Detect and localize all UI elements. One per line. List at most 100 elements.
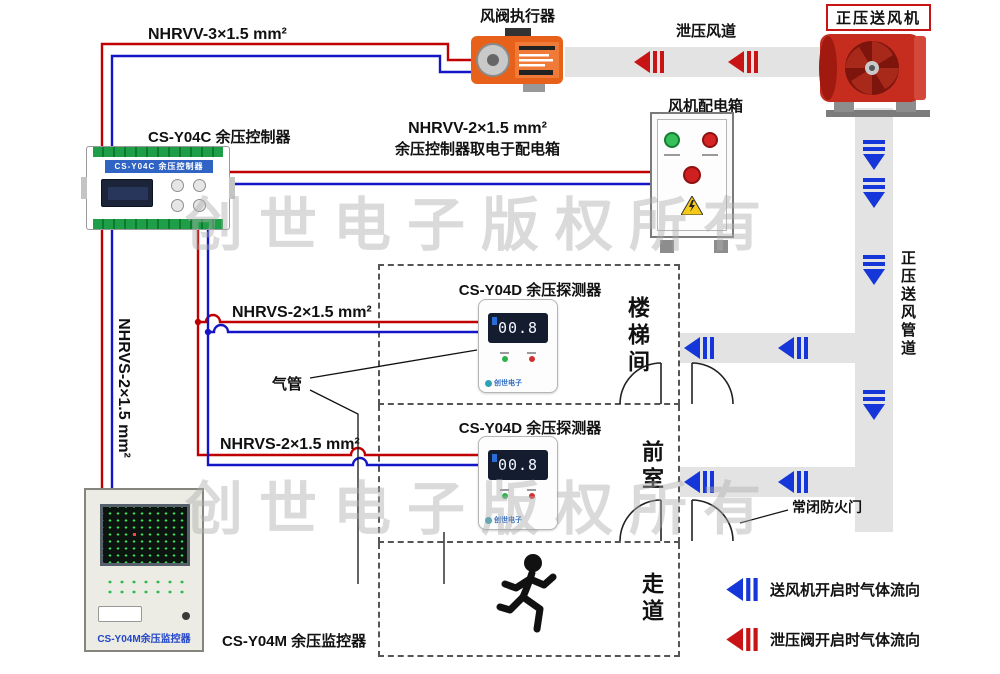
supply-flow-arrow-down	[863, 390, 885, 420]
detector1-display-value: 00.8	[497, 319, 539, 337]
pressure-monitor-cabinet: CS-Y04M余压监控器	[84, 488, 204, 652]
wire-junction-red	[194, 318, 202, 326]
monitor-printer-slot	[98, 606, 142, 622]
supply-fan	[810, 22, 944, 122]
supply-fan-label-text: 正压送风机	[836, 10, 922, 27]
room-frontroom-box	[378, 405, 680, 543]
display-mark	[492, 317, 497, 325]
room-corridor-label: 走道	[639, 572, 664, 626]
supply-fan-label: 正压送风机	[826, 4, 932, 31]
brand-logo-icon	[485, 379, 492, 387]
room-corridor-box	[378, 543, 680, 657]
room-stairwell-label: 楼梯间	[625, 296, 650, 377]
brand-logo-text: 创世电子	[494, 517, 522, 524]
supply-duct-branch-frontroom	[680, 467, 855, 497]
supply-duct-branch-stairwell	[680, 333, 855, 363]
monitor-led-grid	[100, 574, 190, 600]
controller-title: CS-Y04C 余压控制器	[148, 129, 291, 146]
red-pilot-light	[702, 132, 718, 148]
supply-flow-arrow-left	[778, 337, 808, 359]
legend-relief-flow: 泄压阀开启时气体流向	[726, 628, 920, 651]
door-arc	[619, 499, 662, 542]
green-pilot-light	[664, 132, 680, 148]
blue-flow-arrow-icon	[726, 578, 758, 601]
brand-logo-text: 创世电子	[494, 380, 522, 387]
controller-lcd	[101, 179, 153, 207]
legend-supply-text: 送风机开启时气体流向	[770, 582, 921, 599]
pressure-controller: CS-Y04C 余压控制器	[81, 146, 235, 230]
door-arc	[691, 362, 734, 405]
wire-actuator-blue	[110, 54, 472, 152]
controller-button	[171, 179, 184, 192]
actuator-cable-label: NHRVV-3×1.5 mm²	[148, 26, 287, 43]
room-stairwell-box	[378, 264, 680, 405]
supply-fan-image	[819, 34, 930, 117]
monitor-title: CS-Y04M 余压监控器	[222, 633, 367, 650]
supply-flow-arrow-left	[778, 471, 808, 493]
relief-flow-arrow-left	[728, 51, 758, 73]
detector2-indicators	[479, 489, 557, 499]
din-clip	[81, 177, 87, 199]
alarm-led	[528, 493, 535, 499]
pressure-detector-1: 00.8 创世电子	[478, 299, 558, 393]
red-flow-arrow-icon	[726, 628, 758, 651]
supply-flow-arrow-left	[684, 337, 714, 359]
terminal-strip	[93, 219, 223, 229]
screen-alarm-dot	[133, 533, 136, 536]
relief-flow-arrow-left	[634, 51, 664, 73]
wire-actuator-red	[100, 42, 472, 152]
supply-flow-arrow-left	[684, 471, 714, 493]
detector2-display-value: 00.8	[497, 456, 539, 474]
pilot-caption-bar	[702, 154, 718, 156]
terminal-strip	[93, 147, 223, 157]
door-arc	[619, 362, 662, 405]
detector1-title: CS-Y04D 余压探测器	[458, 282, 602, 299]
fire-door-label: 常闭防火门	[792, 499, 862, 515]
pressure-detector-2: 00.8 创世电子	[478, 436, 558, 530]
monitor-screen	[100, 504, 190, 566]
air-tube-detector1	[309, 349, 478, 379]
air-tube-corridor	[309, 389, 359, 584]
controller-nameplate: CS-Y04C 余压控制器	[105, 160, 213, 173]
controller-nameplate-text: CS-Y04C 余压控制器	[114, 162, 204, 171]
run-led	[501, 356, 508, 362]
alarm-led	[528, 356, 535, 362]
supply-flow-arrow-down	[863, 255, 885, 285]
door-symbols	[619, 362, 734, 542]
detector1-cable-label: NHRVS-2×1.5 mm²	[232, 304, 372, 321]
wire-detectors-blue	[206, 226, 480, 467]
controller-button	[193, 199, 206, 212]
room-frontroom-label: 前室	[639, 440, 664, 494]
warning-triangle-icon	[681, 196, 703, 215]
detector2-cable-label: NHRVS-2×1.5 mm²	[220, 436, 360, 453]
supply-flow-arrow-down	[863, 178, 885, 208]
cabinet-leg	[714, 240, 728, 253]
damper-actuator-image	[471, 28, 563, 92]
detector2-title: CS-Y04D 余压探测器	[458, 420, 602, 437]
detector2-display: 00.8	[488, 450, 548, 480]
supply-flow-arrow-down	[863, 140, 885, 170]
distribution-box-title: 风机配电箱	[668, 98, 744, 115]
wire-junction-blue	[204, 328, 212, 336]
legend-supply-flow: 送风机开启时气体流向	[726, 578, 920, 601]
red-button	[683, 166, 701, 184]
brand-logo: 创世电子	[485, 515, 522, 525]
controller-button	[193, 179, 206, 192]
relief-duct-label: 泄压风道	[676, 23, 737, 40]
actuator-title: 风阀执行器	[480, 8, 556, 25]
damper-actuator	[463, 28, 569, 94]
power-cable-line1: NHRVV-2×1.5 mm²	[408, 120, 547, 137]
air-tube-label: 气管	[272, 376, 303, 393]
pilot-caption-bar	[664, 154, 680, 156]
monitor-keyhole	[182, 612, 190, 620]
legend-relief-text: 泄压阀开启时气体流向	[770, 632, 921, 649]
brand-logo-icon	[485, 516, 492, 524]
monitor-nameplate: CS-Y04M余压监控器	[86, 630, 202, 645]
power-cable-line2: 余压控制器取电于配电箱	[394, 141, 560, 158]
din-clip	[229, 177, 235, 199]
detector1-indicators	[479, 352, 557, 362]
cabinet-leg	[660, 240, 674, 253]
door-arc	[691, 499, 734, 542]
